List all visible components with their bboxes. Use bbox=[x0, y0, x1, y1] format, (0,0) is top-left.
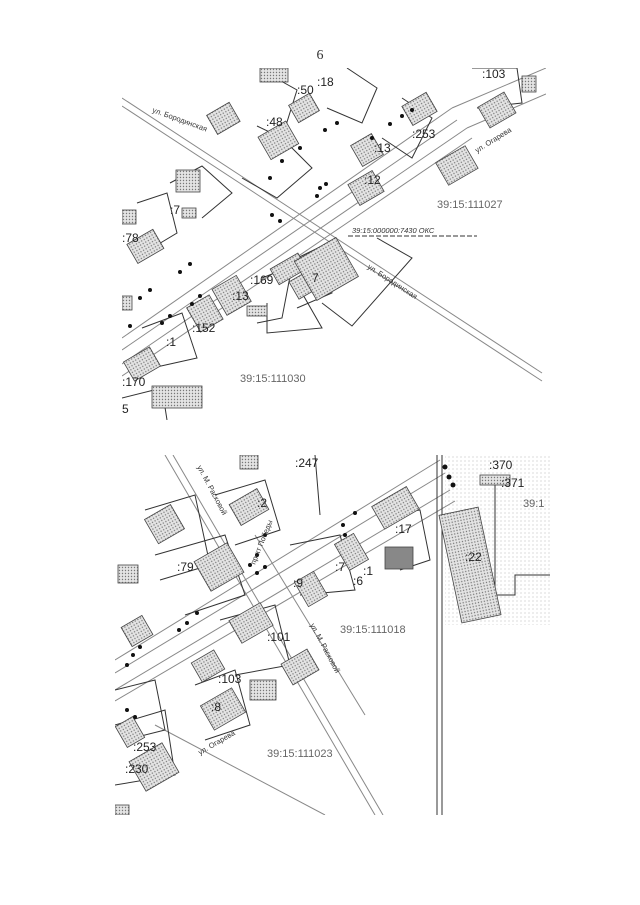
cadastral-map-fragment-2: 39:15:111018 39:15:111023 39:1 ул. М. Ра… bbox=[115, 455, 550, 815]
map-1-parcel-boundaries bbox=[122, 68, 523, 420]
parcel-label: :48 bbox=[266, 115, 283, 129]
parcel-label: :50 bbox=[297, 83, 314, 97]
parcel-label: :18 bbox=[317, 75, 334, 89]
parcel-label: :230 bbox=[125, 762, 149, 776]
map-1-points bbox=[128, 108, 414, 328]
parcel-label: 7 bbox=[312, 271, 319, 285]
parcel-label: :7 bbox=[170, 203, 180, 217]
map-2-buildings bbox=[115, 455, 511, 815]
page-number: 6 bbox=[316, 48, 324, 63]
map-1-canvas: 39:15:111027 39:15:111030 39:15:000000:7… bbox=[122, 68, 546, 420]
parcel-label: :7 bbox=[335, 560, 345, 574]
map-2-points bbox=[125, 464, 456, 719]
parcel-label: :17 bbox=[395, 522, 412, 536]
parcel-label: :371 bbox=[501, 476, 525, 490]
parcel-label: 5 bbox=[122, 402, 129, 416]
parcel-label: :13 bbox=[374, 141, 391, 155]
map-2-parcel-labels: :247 :2 :17 :1 :6 :7 :22 :79 :9 :101 :10… bbox=[125, 456, 525, 776]
quarter-label: 39:15:111018 bbox=[340, 624, 406, 636]
parcel-label: :8 bbox=[211, 700, 221, 714]
parcel-label: :6 bbox=[353, 574, 363, 588]
parcel-label: :253 bbox=[412, 127, 436, 141]
parcel-label: :103 bbox=[482, 68, 506, 81]
quarter-label: 39:15:111023 bbox=[267, 748, 333, 760]
parcel-label: :247 bbox=[295, 456, 319, 470]
parcel-label: :103 bbox=[218, 672, 242, 686]
parcel-label: :9 bbox=[293, 576, 303, 590]
parcel-label: :1 bbox=[166, 335, 176, 349]
parcel-label: :152 bbox=[192, 321, 216, 335]
parcel-label: :12 bbox=[364, 173, 381, 187]
quarter-label: 39:15:111027 bbox=[437, 199, 503, 211]
parcel-label: :169 bbox=[250, 273, 274, 287]
parcel-label: :78 bbox=[122, 231, 139, 245]
map-1-parcel-labels: :50 :18 :48 :7 :78 :12 :13 :13 :169 :152… bbox=[122, 68, 506, 416]
parcel-label: :1 bbox=[363, 564, 373, 578]
quarter-label: 39:1 bbox=[523, 498, 544, 510]
cadastral-map-fragment-1: 39:15:111027 39:15:111030 39:15:000000:7… bbox=[122, 68, 546, 420]
map-1-buildings bbox=[122, 68, 537, 409]
parcel-label: :170 bbox=[122, 375, 146, 389]
parcel-label: :13 bbox=[232, 289, 249, 303]
parcel-label: :2 bbox=[257, 496, 267, 510]
quarter-label: 39:15:111030 bbox=[240, 373, 306, 385]
parcel-label: :22 bbox=[465, 550, 482, 564]
parcel-label: :253 bbox=[133, 740, 157, 754]
parcel-label: :370 bbox=[489, 458, 513, 472]
easement-label: 39:15:000000:7430 ОКС bbox=[352, 226, 435, 235]
map-2-canvas: 39:15:111018 39:15:111023 39:1 ул. М. Ра… bbox=[115, 455, 550, 815]
parcel-label: :79 bbox=[177, 560, 194, 574]
parcel-label: :101 bbox=[267, 630, 291, 644]
